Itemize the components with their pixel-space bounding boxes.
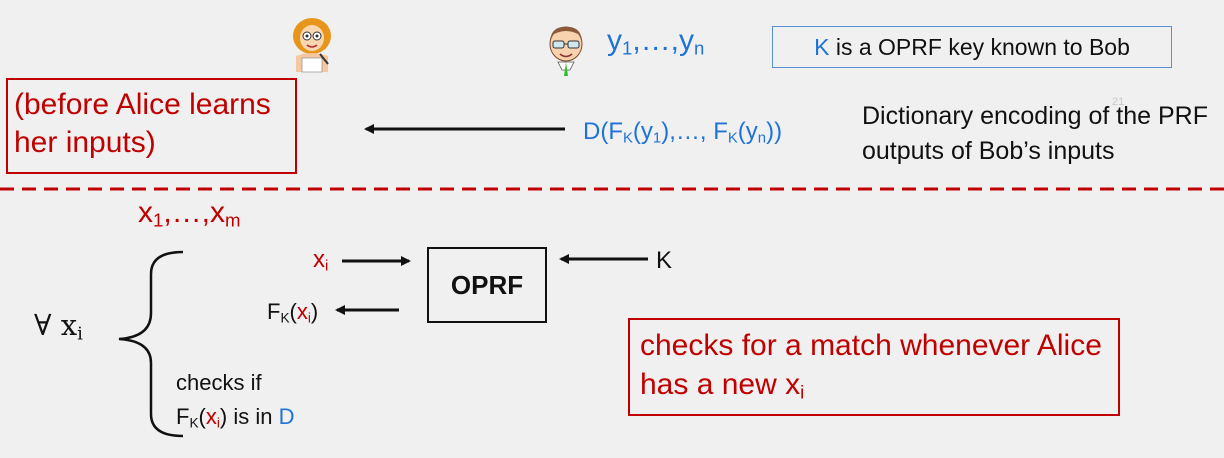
match-note-sub: i — [800, 381, 805, 403]
dict-K2: K — [727, 130, 738, 147]
dict-y1-sub: 1 — [652, 130, 662, 147]
fk-F: F — [267, 299, 281, 324]
left-brace — [118, 250, 184, 438]
k-input-label: K — [656, 247, 673, 274]
dictionary-expression: D(FK(y1),…, FK(yn)) — [583, 118, 783, 147]
oprf-key-note: K is a OPRF key known to Bob — [772, 26, 1172, 68]
oprf-box: OPRF — [427, 247, 547, 323]
key-symbol: K — [814, 34, 830, 60]
dict-F2: F — [713, 118, 728, 145]
checks-F: F — [176, 404, 190, 429]
fk-xi-output-label: FK(xi) — [267, 299, 318, 325]
checks-x: x — [205, 404, 217, 429]
xi-sub: i — [325, 258, 329, 275]
dict-D-open: D( — [583, 118, 609, 145]
dict-mid: ),…, — [661, 118, 714, 145]
before-alice-text: (before Alice learns her inputs) — [14, 88, 271, 159]
y-var: y — [607, 24, 622, 57]
forall-symbol: ∀ x — [34, 308, 78, 342]
dictionary-caption: Dictionary encoding of the PRF outputs o… — [862, 102, 1209, 165]
checks-D: D — [278, 404, 295, 429]
y-sep: ,…, — [632, 24, 680, 57]
y-sub-n: n — [694, 37, 705, 59]
fk-x: x — [296, 299, 308, 324]
checks-K: K — [189, 415, 199, 431]
x-var: x — [138, 196, 153, 229]
bob-cartoon-icon — [540, 22, 592, 78]
checks-line-1: checks if — [176, 370, 262, 395]
alice-cartoon-icon — [284, 14, 340, 74]
x-sep: ,…, — [163, 196, 211, 229]
match-note: checks for a match whenever Alice has a … — [628, 318, 1120, 416]
match-note-text: checks for a match whenever Alice has a … — [640, 329, 1102, 401]
dict-close: )) — [766, 118, 783, 145]
key-note-text: is a OPRF key known to Bob — [829, 34, 1130, 60]
y-var-n: y — [679, 24, 695, 57]
alice-inputs-label: x1,…,xm — [138, 196, 241, 230]
checks-open: ( — [198, 404, 206, 429]
fk-K: K — [280, 310, 290, 326]
forall-sub: i — [77, 323, 83, 345]
dict-yn-sub: n — [757, 130, 767, 147]
dict-yn: y — [745, 118, 758, 145]
xi-input-label: xi — [313, 246, 328, 274]
oprf-label: OPRF — [450, 270, 524, 300]
checks-if-text: checks if FK(xi) is in D — [176, 366, 294, 434]
dict-K1: K — [623, 130, 633, 147]
checks-line-2: FK(xi) is in D — [176, 400, 294, 434]
x-var-m: x — [210, 196, 226, 229]
checks-mid: ) is in — [219, 404, 279, 429]
fk-i: i — [307, 310, 311, 326]
xi-var: x — [313, 246, 325, 273]
before-alice-note: (before Alice learns her inputs) — [6, 78, 297, 174]
dict-y1: y — [640, 118, 653, 145]
y-sub-1: 1 — [622, 37, 633, 59]
slide-number: 21 — [1112, 96, 1125, 108]
fk-close: ) — [310, 299, 319, 324]
x-sub-1: 1 — [153, 209, 164, 231]
bob-inputs-label: y1,…,yn — [607, 24, 704, 58]
x-sub-m: m — [225, 209, 241, 231]
forall-xi-label: ∀ xi — [34, 308, 83, 345]
fk-open: ( — [289, 299, 297, 324]
checks-i: i — [216, 415, 220, 431]
dict-F1: F — [608, 118, 623, 145]
